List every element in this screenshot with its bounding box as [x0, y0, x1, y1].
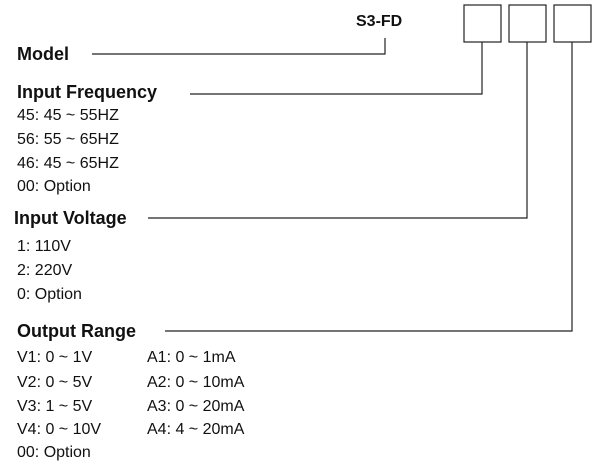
voltage-item: 2: 220V — [17, 262, 73, 279]
frequency-item: 45: 45 ~ 55HZ — [17, 107, 119, 124]
input-frequency-title: Input Frequency — [17, 82, 158, 102]
output-voltage-item: 00: Option — [17, 444, 91, 461]
model-title: Model — [17, 44, 69, 64]
code-box-voltage — [508, 4, 547, 43]
output-current-item: A2: 0 ~ 10mA — [147, 374, 245, 391]
code-box-output — [553, 4, 592, 43]
frequency-item: 56: 55 ~ 65HZ — [17, 131, 119, 148]
voltage-connector — [148, 42, 528, 219]
output-current-item: A1: 0 ~ 1mA — [147, 349, 236, 366]
output-current-item: A3: 0 ~ 20mA — [147, 398, 245, 415]
input-voltage-title: Input Voltage — [14, 208, 127, 228]
code-box-frequency — [463, 4, 502, 43]
frequency-item: 00: Option — [17, 178, 91, 195]
output-voltage-item: V3: 1 ~ 5V — [17, 398, 93, 415]
model-code: S3-FD — [356, 13, 403, 30]
frequency-connector — [190, 42, 483, 95]
voltage-item: 1: 110V — [17, 238, 71, 255]
output-voltage-item: V2: 0 ~ 5V — [17, 374, 93, 391]
output-range-title: Output Range — [17, 321, 136, 341]
output-voltage-item: V4: 0 ~ 10V — [17, 421, 102, 438]
voltage-item: 0: Option — [17, 286, 82, 303]
output-current-item: A4: 4 ~ 20mA — [147, 421, 245, 438]
model-connector — [92, 38, 386, 55]
frequency-item: 46: 45 ~ 65HZ — [17, 155, 119, 172]
output-voltage-item: V1: 0 ~ 1V — [17, 349, 93, 366]
output-connector — [165, 42, 573, 332]
